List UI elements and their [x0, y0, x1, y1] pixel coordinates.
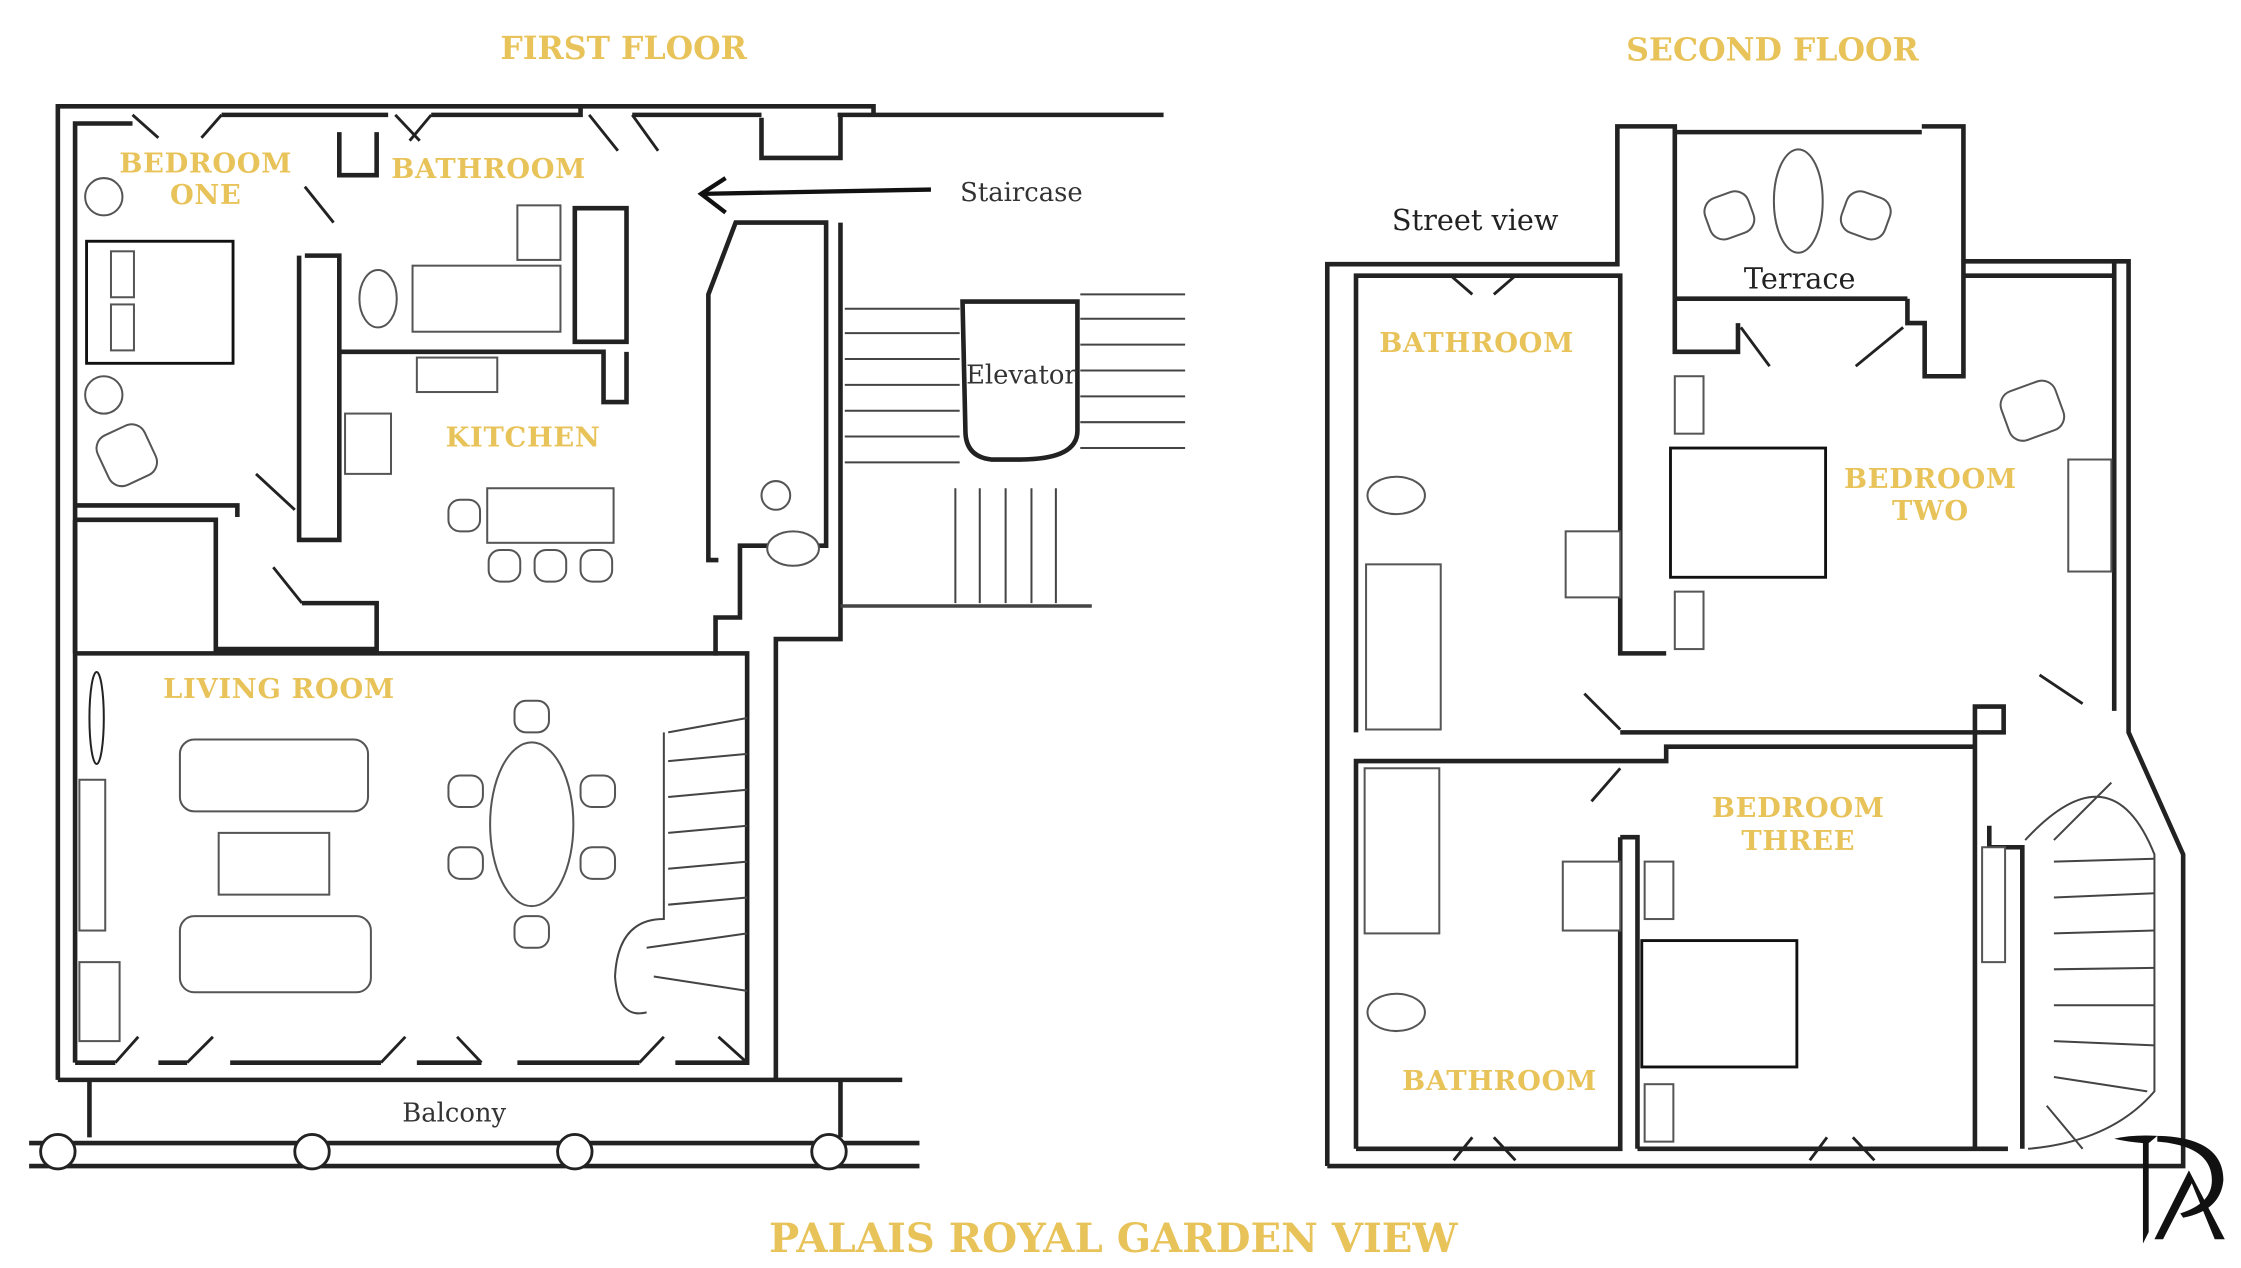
- stool-icon: [533, 548, 568, 583]
- cabinet-icon: [78, 961, 121, 1043]
- staircase-arrow-icon: [697, 176, 931, 215]
- brand-logo: [2114, 1135, 2225, 1244]
- balcony: [29, 1079, 920, 1171]
- sofa-icon: [178, 915, 372, 994]
- terrace-label: Terrace: [1744, 262, 1856, 296]
- staircase-label: Staircase: [960, 178, 1082, 208]
- nightstand-icon: [1673, 375, 1705, 435]
- room-label-bedroom-one: ONE: [170, 179, 242, 211]
- dining-chair-icon: [579, 846, 617, 880]
- sink-icon: [516, 204, 562, 261]
- stair-treads: [614, 293, 1186, 1015]
- room-label-bedroom-three: BEDROOM: [1712, 792, 1885, 824]
- nightstand-icon: [84, 375, 124, 415]
- first-floor-wall-segment: [337, 112, 1164, 178]
- terrace-table-icon: [1772, 148, 1824, 254]
- terrace-chair-icon: [1839, 190, 1892, 241]
- bathtub-icon: [411, 264, 562, 333]
- nightstand-icon: [1643, 860, 1675, 921]
- pillow-icon: [109, 250, 135, 299]
- toilet-icon: [358, 268, 398, 329]
- bathtub-icon: [1363, 767, 1441, 935]
- first-floor-outer-wall: [55, 103, 903, 1083]
- room-label-bedroom-three: THREE: [1741, 825, 1855, 857]
- stool-icon: [487, 548, 522, 583]
- second-floor-outer-wall: [1324, 124, 2186, 1169]
- sink-icon: [1561, 860, 1622, 932]
- sofa-icon: [178, 738, 370, 813]
- second-floor-plan: Street view Terrace BATHROOM BEDROOM TWO…: [1324, 124, 2186, 1169]
- cabinet-icon: [78, 778, 107, 932]
- room-label-bedroom-one: BEDROOM: [119, 147, 292, 179]
- street-view-label: Street view: [1392, 203, 1559, 237]
- room-label-bathroom-top: BATHROOM: [1379, 327, 1574, 359]
- toilet-icon: [1366, 475, 1426, 516]
- bathtub-icon: [1365, 563, 1442, 731]
- plan-title: PALAIS ROYAL GARDEN VIEW: [769, 1215, 1458, 1262]
- room-label-living-room: LIVING ROOM: [163, 673, 395, 705]
- room-label-bedroom-two: BEDROOM: [1844, 463, 2017, 495]
- room-label-bathroom-bottom: BATHROOM: [1402, 1065, 1597, 1097]
- stove-icon: [344, 412, 393, 475]
- second-floor-furniture: [1363, 148, 2113, 1143]
- sink-icon: [1564, 530, 1622, 599]
- first-floor-furniture: [78, 177, 820, 1043]
- first-floor-interior-walls: [72, 205, 719, 656]
- bed-icon: [1669, 446, 1828, 579]
- terrace-chair-icon: [1703, 190, 1756, 241]
- armchair-icon: [1999, 379, 2066, 442]
- armchair-icon: [95, 423, 159, 488]
- nightstand-icon: [84, 177, 124, 217]
- room-label-bathroom: BATHROOM: [391, 153, 586, 185]
- stool-icon: [447, 498, 482, 533]
- coffee-table-icon: [217, 831, 331, 896]
- sink-icon: [760, 480, 792, 511]
- bed-icon: [85, 239, 235, 365]
- dining-chair-icon: [447, 774, 484, 809]
- nightstand-icon: [1643, 1083, 1675, 1143]
- first-floor-heading: FIRST FLOOR: [500, 30, 747, 67]
- room-label-kitchen: KITCHEN: [446, 422, 601, 454]
- cabinet-icon: [2067, 458, 2113, 573]
- toilet-icon: [766, 530, 820, 567]
- second-floor-heading: SECOND FLOOR: [1626, 31, 1919, 68]
- elevator-shaft: [960, 299, 1080, 462]
- pillow-icon: [109, 303, 135, 352]
- dining-chair-icon: [513, 915, 550, 949]
- room-label-bedroom-two: TWO: [1892, 495, 1969, 527]
- first-floor-doors: [114, 113, 749, 1064]
- second-floor-spiral-stairs: [2024, 781, 2156, 1150]
- fireplace-icon: [88, 671, 105, 765]
- cabinet-icon: [1981, 846, 2007, 964]
- dining-chair-icon: [513, 699, 550, 734]
- dining-chair-icon: [447, 846, 484, 880]
- dining-chair-icon: [579, 774, 617, 809]
- kitchen-island-icon: [486, 487, 615, 544]
- dining-table-icon: [489, 741, 575, 908]
- nightstand-icon: [1673, 590, 1705, 651]
- bed-icon: [1640, 939, 1799, 1069]
- first-floor-plan: Staircase Elevator: [29, 103, 1186, 1171]
- stool-icon: [579, 548, 614, 583]
- second-floor-doors: [1449, 274, 2084, 1162]
- toilet-icon: [1366, 992, 1426, 1033]
- elevator-label: Elevator: [966, 360, 1077, 390]
- kitchen-sink-icon: [415, 356, 499, 394]
- balcony-label: Balcony: [402, 1099, 506, 1129]
